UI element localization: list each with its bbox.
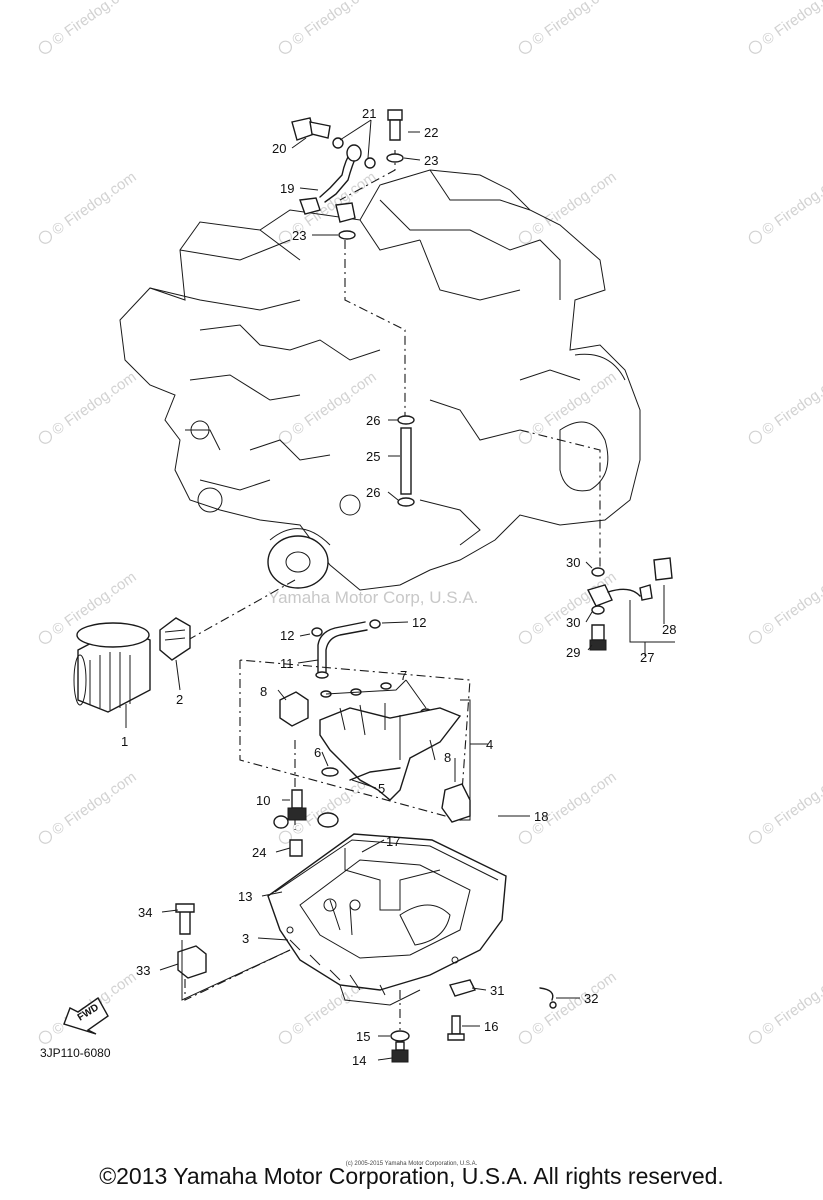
clamp-32: [539, 987, 554, 1001]
callout-11: 11: [280, 656, 294, 671]
fine-print-copyright: (c) 2005-2015 Yamaha Motor Corporation, …: [345, 1161, 478, 1167]
callout-6: 6: [314, 745, 321, 760]
callout-20: 20: [272, 141, 286, 156]
callout-14: 14: [352, 1053, 366, 1068]
callout-8b: 8: [444, 750, 451, 765]
callout-33: 33: [136, 963, 150, 978]
union-bolt-2: [159, 617, 191, 661]
callout-8: 8: [260, 684, 267, 699]
callout-29: 29: [566, 645, 580, 660]
collar-33: [177, 945, 207, 979]
bolt-16: [451, 1015, 461, 1035]
callout-16: 16: [484, 1019, 498, 1034]
damper-8: [279, 691, 309, 727]
drain-bolt-14: [391, 1049, 409, 1063]
watermark-text: © Firedog.com: [529, 168, 620, 238]
callout-21: 21: [362, 106, 376, 121]
leader-lines: [125, 119, 665, 1061]
callout-4: 4: [486, 737, 493, 752]
callout-23a: 23: [424, 153, 438, 168]
callout-26a: 26: [366, 413, 380, 428]
callout-24: 24: [252, 845, 266, 860]
callout-18: 18: [534, 809, 548, 824]
bolt-22: [387, 109, 403, 121]
oil-pipe-11: [311, 619, 381, 679]
engine-block-outline: [119, 169, 641, 591]
callout-1: 1: [121, 734, 128, 749]
callout-32: 32: [584, 991, 598, 1006]
watermark-text: © Firedog.com: [759, 568, 823, 638]
watermark-text: © Firedog.com: [529, 0, 620, 49]
watermark-text: © Firedog.com: [529, 368, 620, 438]
copyright-notice: ©2013 Yamaha Motor Corporation, U.S.A. A…: [99, 1163, 724, 1189]
callout-12b: 12: [412, 615, 426, 630]
relief-valve-10: [273, 789, 339, 857]
washer-15: [390, 1030, 410, 1042]
callout-7: 7: [400, 668, 407, 683]
watermark-text: © Firedog.com: [759, 768, 823, 838]
callout-12a: 12: [280, 628, 294, 643]
plate-31: [449, 979, 476, 997]
drain-parts: [175, 903, 557, 1063]
callout-30a: 30: [566, 555, 580, 570]
callout-28: 28: [662, 622, 676, 637]
callout-3: 3: [242, 931, 249, 946]
oil-pipe-25: [397, 415, 415, 507]
watermark-text: © Firedog.com: [49, 168, 140, 238]
callout-2: 2: [176, 692, 183, 707]
watermark-text: © Firedog.com: [759, 368, 823, 438]
watermark-text: © Firedog.com: [289, 0, 380, 49]
callout-25: 25: [366, 449, 380, 464]
strainer-assembly-4: [279, 682, 471, 823]
oil-system-exploded-view: © Firedog.com © Firedog.com © Firedog.co…: [38, 0, 823, 1068]
watermark-text: © Firedog.com: [49, 368, 140, 438]
watermark-text: © Firedog.com: [759, 968, 823, 1038]
callout-15: 15: [356, 1029, 370, 1044]
watermark-text: © Firedog.com: [49, 768, 140, 838]
oil-pan-3: [267, 833, 507, 1006]
callout-19: 19: [280, 181, 294, 196]
watermark-text: © Firedog.com: [529, 768, 620, 838]
damper-8b: [441, 783, 471, 823]
callout-17: 17: [386, 834, 400, 849]
callout-5: 5: [378, 781, 385, 796]
watermark-text: © Firedog.com: [529, 968, 620, 1038]
watermark-center-text: Yamaha Motor Corp, U.S.A.: [268, 588, 478, 607]
callout-10: 10: [256, 793, 270, 808]
callout-labels: 1 2 3 4 5 6 7 8 8 10 11 12 12 13 14 15 1…: [121, 106, 676, 1068]
callout-23b: 23: [292, 228, 306, 243]
oil-delivery-pipe-group: [291, 109, 404, 240]
callout-30b: 30: [566, 615, 580, 630]
callout-34: 34: [138, 905, 152, 920]
callout-13: 13: [238, 889, 252, 904]
watermark-text: © Firedog.com: [759, 168, 823, 238]
watermark-text: © Firedog.com: [289, 368, 380, 438]
callout-22: 22: [424, 125, 438, 140]
callout-26b: 26: [366, 485, 380, 500]
callout-27: 27: [640, 650, 654, 665]
watermark-text: © Firedog.com: [759, 0, 823, 49]
callout-31: 31: [490, 983, 504, 998]
oil-filter-1: [73, 622, 151, 713]
diagram-code: 3JP110-6080: [40, 1046, 111, 1060]
watermark-text: © Firedog.com: [49, 0, 140, 49]
